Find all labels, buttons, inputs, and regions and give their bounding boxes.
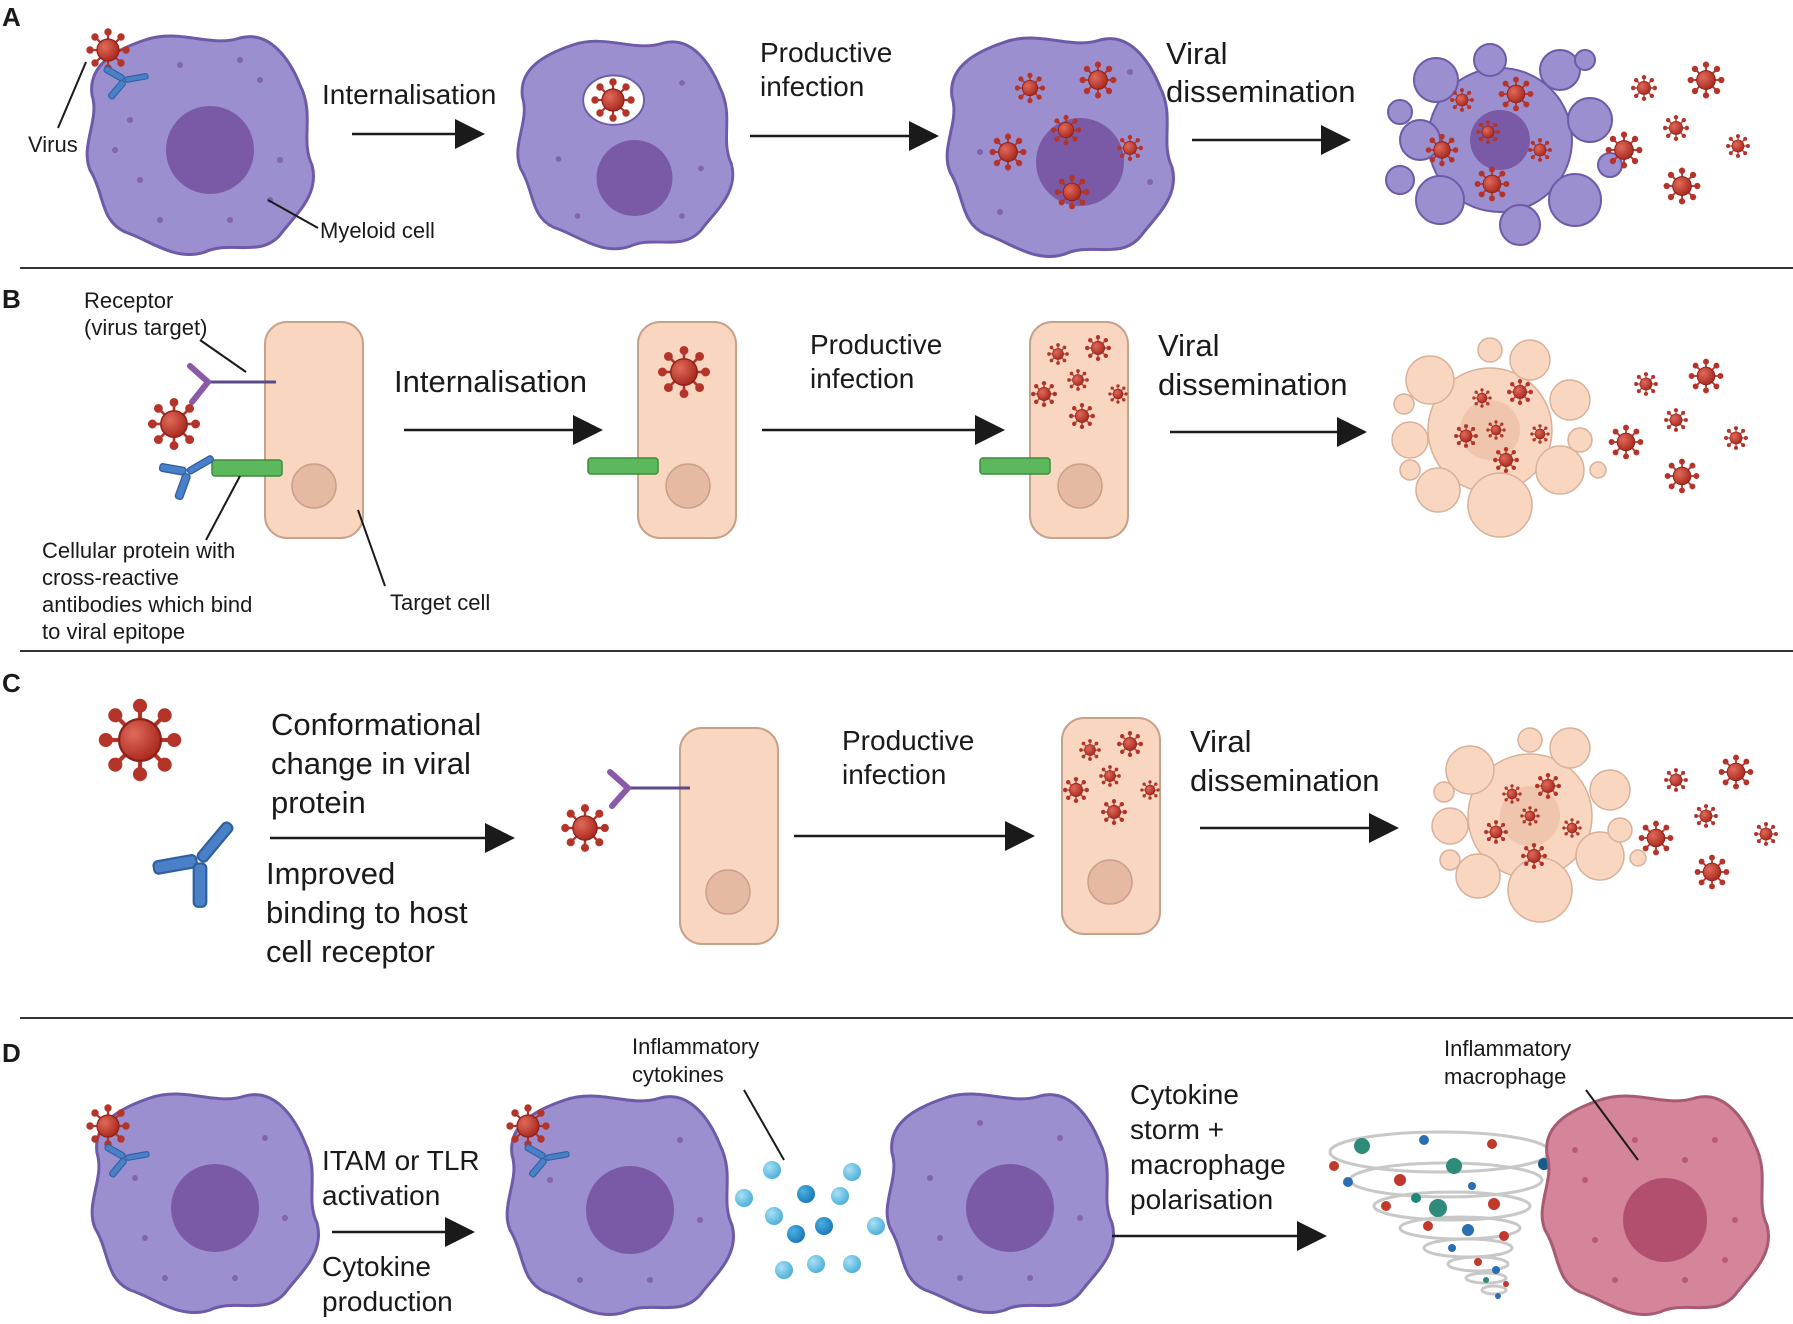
protein-label-4: to viral epitope: [42, 619, 185, 644]
step-dissemination-a-2: dissemination: [1166, 74, 1356, 109]
cellular-protein-2: [587, 457, 659, 475]
step-conformational-2: change in viral: [271, 746, 471, 781]
myeloid-label: Myeloid cell: [320, 218, 435, 243]
virus-internalised-b: [657, 345, 711, 399]
cellular-protein-3: [979, 457, 1051, 475]
panel-letter-a: A: [2, 2, 21, 32]
step-storm-4: polarisation: [1130, 1184, 1273, 1215]
receptor-icon-c: [607, 769, 690, 809]
myeloid-cell-1: [85, 34, 316, 257]
target-nucleus-2: [665, 463, 711, 509]
virus-icon-d1: [86, 1104, 130, 1148]
step-storm-3: macrophage: [1130, 1149, 1286, 1180]
macrophage-label-2: macrophage: [1444, 1064, 1566, 1089]
panel-letter-c: C: [2, 668, 21, 698]
virus-pointer: [57, 61, 87, 129]
target-pointer: [357, 509, 386, 587]
target-cell-3: [1029, 321, 1129, 539]
target-nucleus-c2: [1087, 859, 1133, 905]
step-conformational-3: protein: [271, 785, 366, 820]
virus-icon-d2: [506, 1104, 550, 1148]
protein-pointer: [205, 475, 241, 541]
burst-cell-b: [1391, 337, 1607, 538]
step-dissemination-a-1: Viral: [1166, 36, 1227, 71]
step-conformational-1: Conformational: [271, 707, 481, 742]
receptor-label-2: (virus target): [84, 315, 207, 340]
panel-d: D ITAM or TLR activation Cytokine produc…: [2, 1034, 1771, 1317]
myeloid-cell-d1: [90, 1092, 321, 1315]
virus-label: Virus: [28, 132, 78, 157]
cytokine-particles: [735, 1161, 885, 1279]
receptor-pointer: [199, 339, 247, 373]
target-nucleus-c1: [705, 869, 751, 915]
step-cytokine-production-1: Cytokine: [322, 1251, 431, 1282]
virus-internalised: [591, 78, 635, 122]
target-cell-1: [264, 321, 364, 539]
myeloid-cell-d2: [505, 1094, 736, 1317]
step-productive-c-1: Productive: [842, 725, 974, 756]
step-internalisation-b: Internalisation: [394, 364, 587, 399]
macrophage-label-1: Inflammatory: [1444, 1036, 1571, 1061]
protein-label-3: antibodies which bind: [42, 592, 252, 617]
myeloid-cell-2: [516, 39, 735, 251]
target-cell-c1: [679, 727, 779, 945]
panel-letter-d: D: [2, 1038, 21, 1068]
step-productive-b-2: infection: [810, 363, 914, 394]
tornado-particles: [1329, 1135, 1550, 1299]
step-productive-b-1: Productive: [810, 329, 942, 360]
protein-label-2: cross-reactive: [42, 565, 179, 590]
cellular-protein-icon: [211, 459, 283, 477]
target-nucleus-1: [291, 463, 337, 509]
step-storm-2: storm +: [1130, 1114, 1224, 1145]
step-cytokine-production-2: production: [322, 1286, 453, 1317]
virus-icon-b: [147, 397, 201, 451]
protein-label-1: Cellular protein with: [42, 538, 235, 563]
cytokines-pointer: [743, 1089, 785, 1161]
inflammatory-macrophage: [1540, 1094, 1771, 1317]
cytokine-storm-tornado: [1328, 1130, 1552, 1296]
step-itam-2: activation: [322, 1180, 440, 1211]
receptor-icon: [187, 363, 276, 405]
panel-a: A Virus Myeloid cell Internalisation Pro…: [2, 2, 1750, 259]
step-dissemination-b-2: dissemination: [1158, 367, 1348, 402]
antibody-icon-c: [146, 800, 258, 915]
step-productive-a-1: Productive: [760, 37, 892, 68]
step-dissemination-c-2: dissemination: [1190, 763, 1380, 798]
panel-b: B Receptor (virus target) Cellular prote…: [2, 284, 1748, 644]
target-label: Target cell: [390, 590, 490, 615]
step-storm-1: Cytokine: [1130, 1079, 1239, 1110]
cytokines-label-2: cytokines: [632, 1062, 724, 1087]
receptor-label-1: Receptor: [84, 288, 173, 313]
virus-binding-c: [561, 804, 609, 852]
step-internalisation-a: Internalisation: [322, 79, 496, 110]
burst-cell-a: [1385, 43, 1623, 246]
burst-cell-c: [1431, 727, 1647, 923]
target-cell-c2: [1061, 717, 1161, 935]
step-improved-1: Improved: [266, 856, 395, 891]
step-improved-2: binding to host: [266, 895, 468, 930]
step-dissemination-b-1: Viral: [1158, 328, 1219, 363]
myeloid-cell-d3: [885, 1092, 1116, 1315]
step-productive-c-2: infection: [842, 759, 946, 790]
myeloid-pointer: [267, 199, 319, 229]
virus-icon: [86, 28, 130, 72]
panel-letter-b: B: [2, 284, 21, 314]
cytokines-label-1: Inflammatory: [632, 1034, 759, 1059]
panel-c: C Conformational change in viral protein…: [2, 668, 1778, 969]
step-improved-3: cell receptor: [266, 934, 435, 969]
step-productive-a-2: infection: [760, 71, 864, 102]
target-nucleus-3: [1057, 463, 1103, 509]
step-dissemination-c-1: Viral: [1190, 724, 1251, 759]
macrophage-pointer: [1585, 1089, 1639, 1161]
step-itam-1: ITAM or TLR: [322, 1145, 480, 1176]
virus-icon-c: [101, 701, 179, 779]
